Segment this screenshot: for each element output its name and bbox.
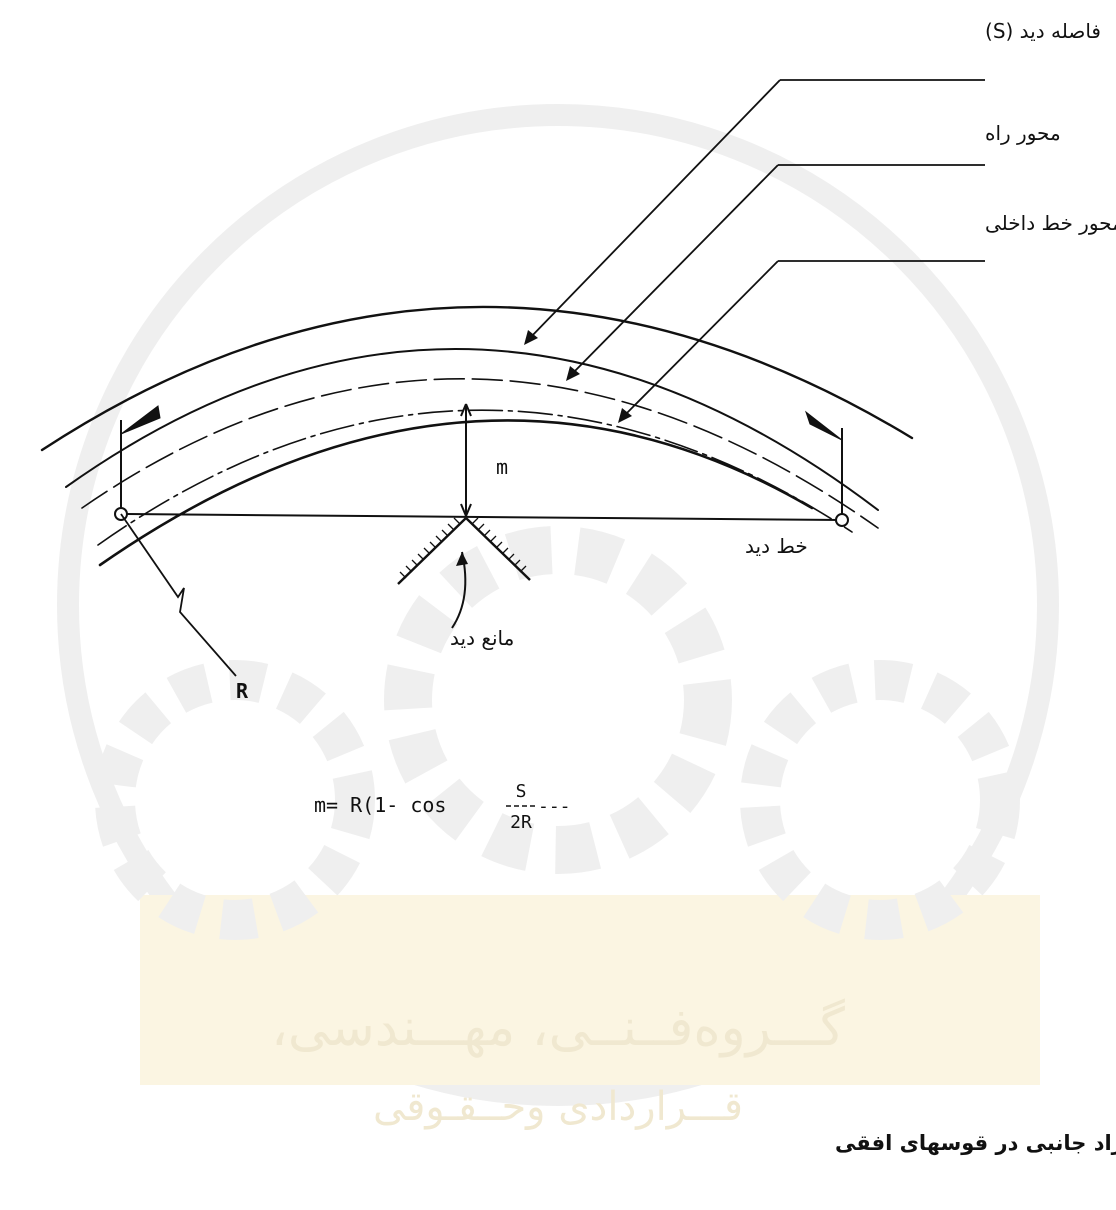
figure-caption: شکل ۱ــ رابطه بین فاصله دید با فاصله آزا…	[835, 1130, 1116, 1155]
obstacle-hatching-right	[471, 517, 527, 573]
sight-distance-arrows	[120, 405, 843, 518]
label-sight-distance: فاصله دید (S)	[985, 19, 1101, 43]
label-inner-lane-axis: محور خط داخلی	[985, 211, 1116, 235]
label-m: m	[496, 455, 508, 479]
obstacle-pointer-arrow-icon	[456, 552, 468, 566]
leader-sight-distance-diagonal	[527, 79, 781, 341]
sight-distance-arc	[65, 348, 879, 511]
right-endpoint-dot	[835, 513, 849, 527]
leader-inner-lane-arrow-icon	[618, 408, 632, 423]
label-R: R	[236, 679, 249, 703]
inner-lane-axis-curve	[97, 409, 853, 546]
watermark-text-2: قـــراردادی وحــقـوقی	[373, 1084, 743, 1130]
watermark-gear-left-icon	[95, 660, 375, 940]
watermark: گـــروه‌فــنــی، مهـــندسی، قـــراردادی …	[57, 104, 1059, 1130]
obstacle-right-arm	[465, 517, 531, 581]
outer-road-edge	[40, 305, 914, 452]
label-road-axis: محور راه	[985, 121, 1061, 145]
leader-lines	[120, 79, 985, 677]
formula-lhs: m= R(1- cos	[314, 793, 446, 817]
leader-R	[120, 513, 237, 677]
formula: m= R(1- cos S 2R ---	[314, 781, 571, 833]
watermark-ring	[57, 104, 1059, 1106]
m-arrow-up-icon	[460, 403, 472, 417]
label-obstacle: مانع دید	[450, 626, 514, 650]
inner-road-edge	[98, 419, 814, 567]
formula-trail: ---	[538, 796, 571, 817]
obstacle-left-arm	[397, 517, 467, 585]
formula-numerator: S	[516, 781, 527, 802]
m-arrow-down-icon	[460, 503, 472, 517]
obstacle-hatching-left	[399, 517, 461, 579]
road-axis-curve	[81, 378, 879, 529]
watermark-text-1: گـــروه‌فــنــی، مهـــندسی،	[271, 998, 845, 1058]
watermark-gear-center-icon	[384, 526, 732, 874]
sight-line	[120, 513, 843, 521]
leader-inner-lane-diagonal	[621, 260, 779, 419]
labels: فاصله دید (S) محور راه محور خط داخلی m خ…	[236, 19, 1116, 703]
formula-denominator: 2R	[510, 812, 532, 833]
label-sight-line: خط دید	[745, 534, 808, 558]
right-arrow-head-icon	[805, 410, 843, 441]
left-arrow-head-icon	[120, 405, 161, 435]
leader-sight-distance-arrow-icon	[524, 330, 538, 345]
sight-obstacle	[397, 517, 531, 629]
watermark-gear-right-icon	[740, 660, 1020, 940]
leader-road-axis-diagonal	[569, 164, 779, 377]
road-curves	[40, 305, 914, 567]
leader-road-axis-arrow-icon	[566, 366, 580, 381]
